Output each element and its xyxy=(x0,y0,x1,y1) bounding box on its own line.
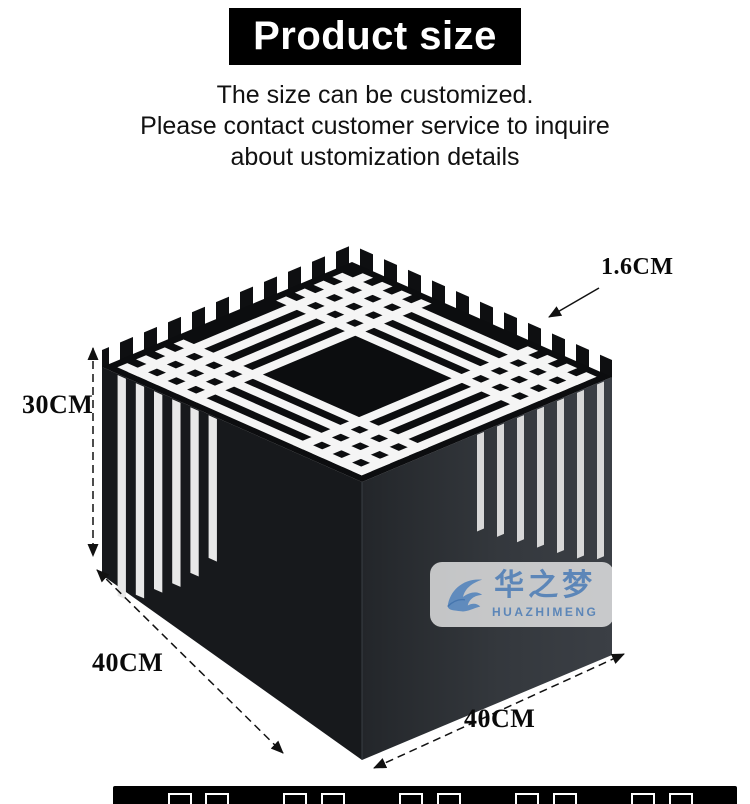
cube-top-slots xyxy=(117,272,597,476)
cropped-glyph-fragment xyxy=(205,793,229,804)
dimension-width-label: 40CM xyxy=(464,704,536,733)
subtitle-line-2: Please contact customer service to inqui… xyxy=(140,112,610,140)
cube-top-face xyxy=(102,262,612,482)
dimension-line-width xyxy=(373,653,625,769)
cropped-glyph-fragment xyxy=(515,793,539,804)
cropped-glyph-fragment xyxy=(669,793,693,804)
title-banner: Product size xyxy=(229,8,521,65)
cropped-glyph-fragment xyxy=(283,793,307,804)
cropped-glyph-fragment xyxy=(321,793,345,804)
cropped-glyph-fragment xyxy=(553,793,577,804)
cube-right-slots xyxy=(477,381,604,560)
huazhimeng-logo-icon xyxy=(447,578,483,611)
cropped-glyph-fragment xyxy=(168,793,192,804)
subtitle-line-1: The size can be customized. xyxy=(216,81,534,109)
dimension-line-depth xyxy=(96,569,284,754)
cropped-glyph-fragment xyxy=(437,793,461,804)
dimension-arrow-slot xyxy=(548,287,600,318)
cube-left-slots xyxy=(117,375,217,600)
cube-left-face xyxy=(102,367,362,760)
page-title: Product size xyxy=(253,14,497,58)
cube-top-fins xyxy=(102,245,612,378)
watermark-name-cn: 华之梦 xyxy=(494,568,597,603)
watermark: 华之梦 HUAZHIMENG xyxy=(430,562,615,627)
watermark-text: 华之梦 HUAZHIMENG xyxy=(492,568,599,620)
dimension-height-label: 30CM xyxy=(22,390,94,419)
subtitle-block: The size can be customized. Please conta… xyxy=(0,80,750,173)
watermark-name-en: HUAZHIMENG xyxy=(492,605,599,619)
dimension-depth-label: 40CM xyxy=(92,648,164,677)
cropped-glyph-fragment xyxy=(399,793,423,804)
dimension-slot-label: 1.6CM xyxy=(601,254,674,280)
cropped-glyph-fragment xyxy=(631,793,655,804)
subtitle-line-3: about ustomization details xyxy=(230,143,520,171)
cropped-bottom-banner xyxy=(113,786,737,804)
dimension-lines xyxy=(87,287,625,769)
